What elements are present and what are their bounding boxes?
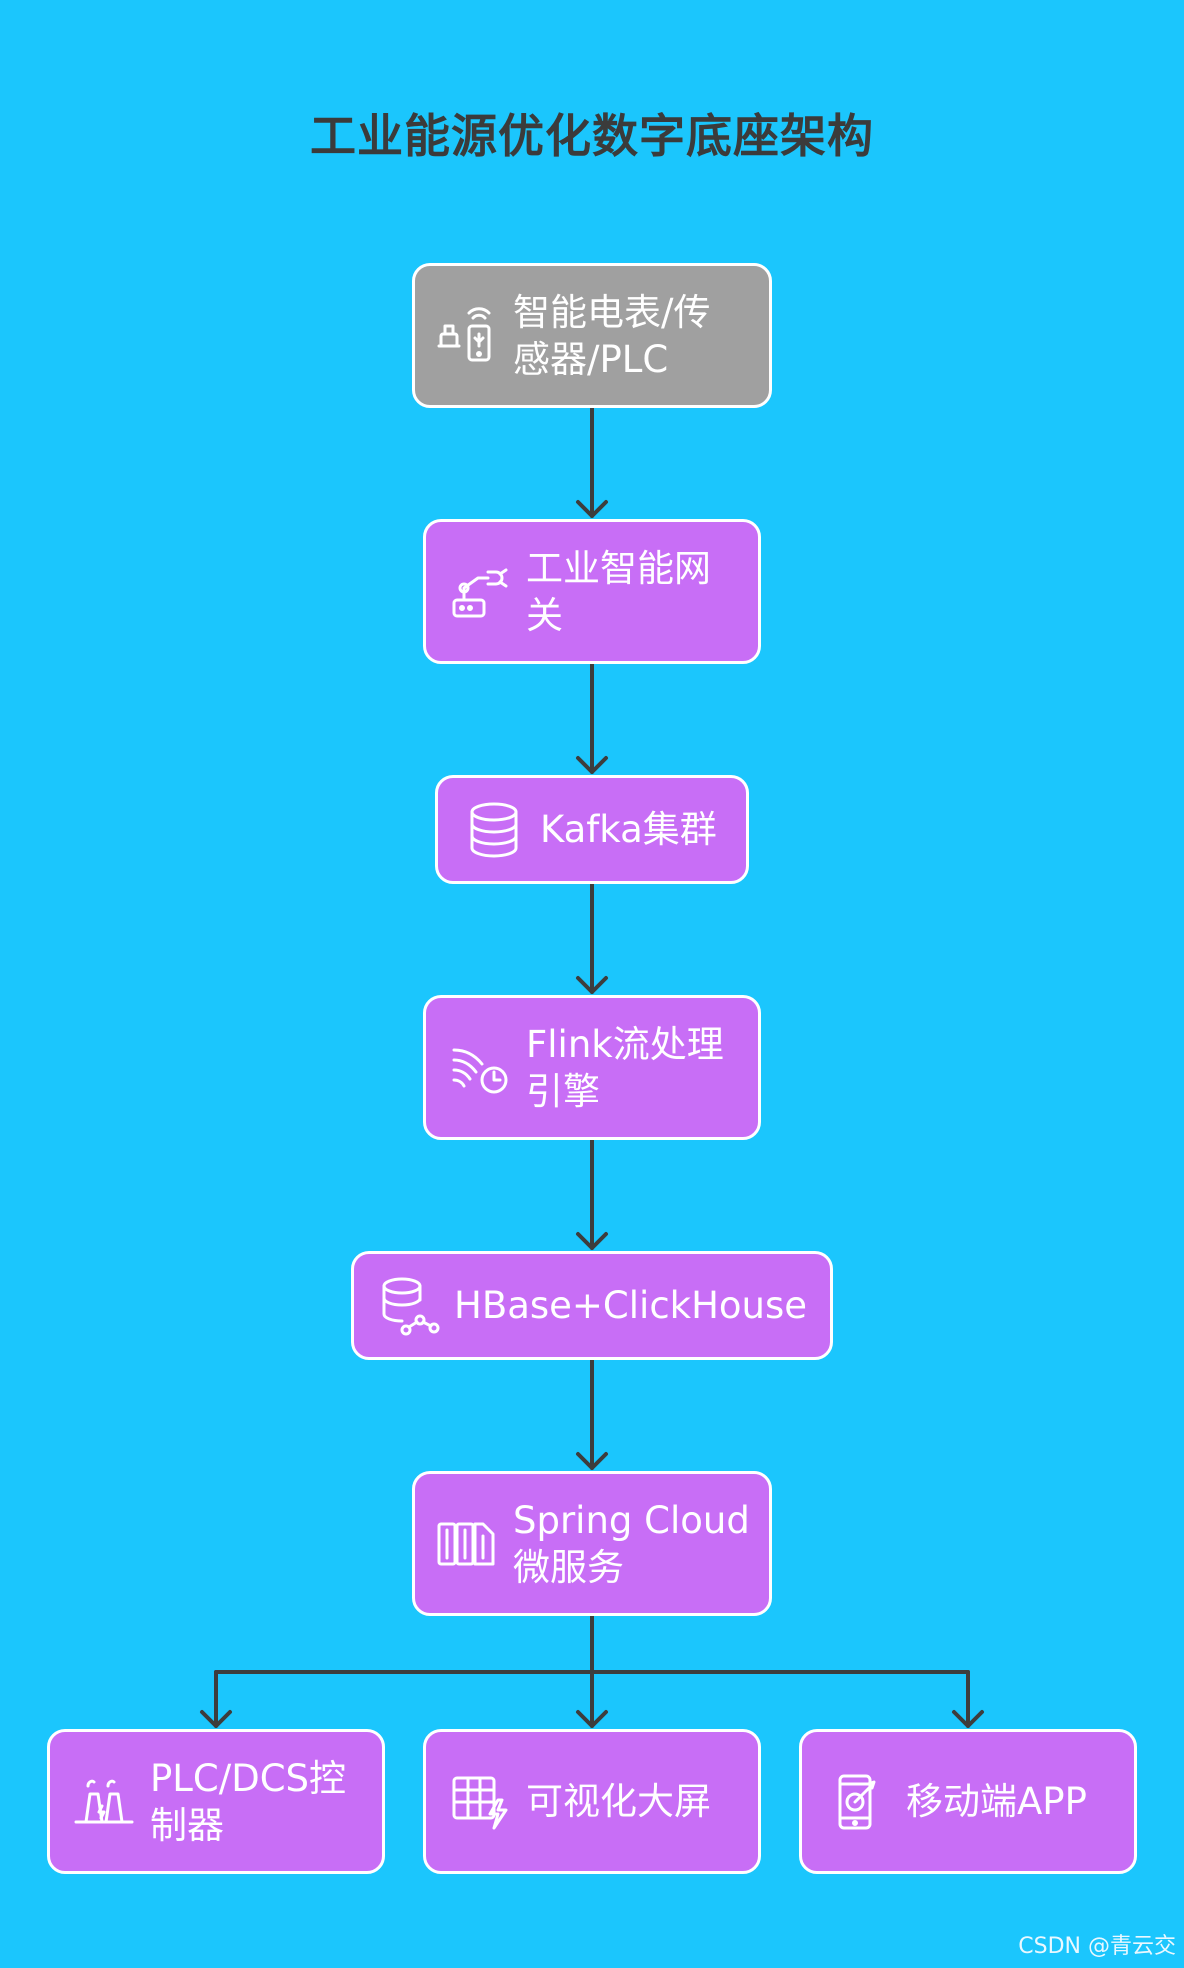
node-label: Kafka集群 (540, 808, 717, 851)
database-network-icon (376, 1274, 440, 1338)
node-label: Flink流处理引擎 (526, 1022, 724, 1113)
node-spring-cloud-microservices[interactable]: Spring Cloud微服务 (412, 1471, 772, 1616)
smart-meter-icon (435, 304, 499, 368)
node-visualization-dashboard[interactable]: 可视化大屏 (423, 1729, 761, 1874)
node-smart-meters-sensors-plc[interactable]: 智能电表/传感器/PLC (412, 263, 772, 408)
mobile-app-icon (828, 1770, 892, 1834)
node-hbase-clickhouse[interactable]: HBase+ClickHouse (351, 1251, 833, 1360)
node-flink-stream-engine[interactable]: Flink流处理引擎 (423, 995, 761, 1140)
page-title: 工业能源优化数字底座架构 (310, 109, 874, 163)
database-icon (462, 798, 526, 862)
node-mobile-app[interactable]: 移动端APP (799, 1729, 1137, 1874)
stream-clock-icon (448, 1036, 512, 1100)
node-label: 移动端APP (906, 1780, 1087, 1823)
node-label: PLC/DCS控制器 (150, 1756, 347, 1847)
node-industrial-gateway[interactable]: 工业智能网关 (423, 519, 761, 664)
node-label: HBase+ClickHouse (454, 1284, 808, 1327)
node-plc-dcs-controller[interactable]: PLC/DCS控制器 (47, 1729, 385, 1874)
node-label: 可视化大屏 (526, 1780, 711, 1823)
node-label: 智能电表/传感器/PLC (513, 290, 711, 381)
node-label: 工业智能网关 (526, 546, 711, 637)
node-label: Spring Cloud微服务 (513, 1498, 750, 1589)
power-plant-icon (72, 1770, 136, 1834)
watermark: CSDN @青云交 (1018, 1934, 1176, 1959)
chart-bolt-icon (448, 1770, 512, 1834)
industrial-robot-icon (448, 560, 512, 624)
node-kafka-cluster[interactable]: Kafka集群 (435, 775, 749, 884)
microservices-icon (435, 1512, 499, 1576)
